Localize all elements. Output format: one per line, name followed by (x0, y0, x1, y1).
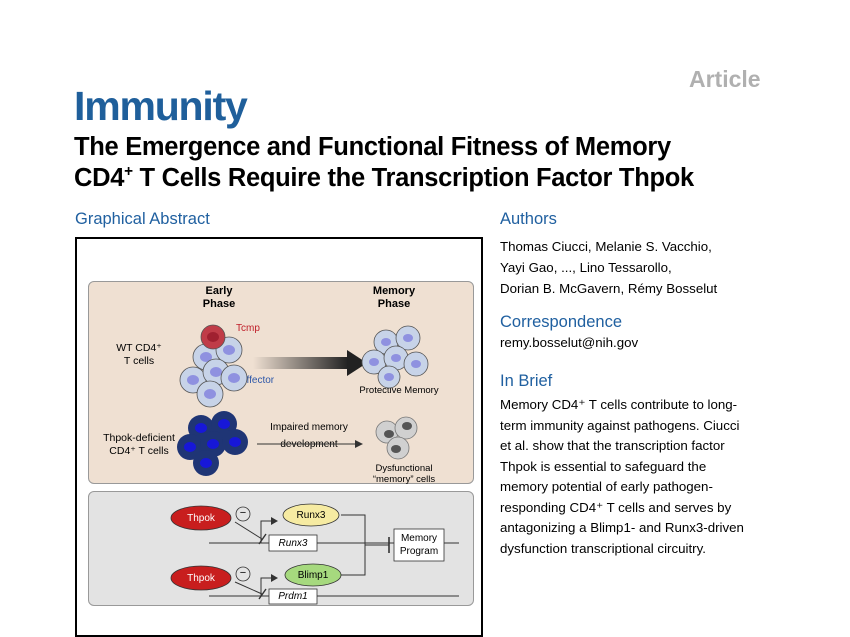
thpok-node-2 (170, 565, 232, 591)
title-line-1: The Emergence and Functional Fitness of … (74, 133, 671, 161)
impaired-arrow (257, 440, 363, 448)
correspondence-heading: Correspondence (500, 313, 622, 331)
dysfunctional-memory-label: Dysfunctional “memory” cells (372, 463, 436, 485)
graphical-abstract-figure: Early Phase Memory Phase WT CD4⁺ T cells… (75, 237, 483, 637)
correspondence-email[interactable]: remy.bosselut@nih.gov (500, 335, 639, 350)
runx3-gene-label: Runx3 (278, 538, 308, 549)
thpok-node-1 (170, 505, 232, 531)
memory-phase-label: Memory Phase (372, 285, 416, 310)
dysfunctional-cell-cluster (375, 416, 418, 460)
inhibition-sign-2 (235, 566, 251, 582)
in-brief-line: antagonizing a Blimp1- and Runx3-driven (500, 520, 744, 535)
in-brief-line: Thpok is essential to safeguard the (500, 458, 707, 474)
early-phase-label: Early Phase (202, 285, 236, 310)
journal-name: Immunity (74, 83, 248, 129)
protective-memory-label: Protective Memory (359, 385, 439, 396)
runx3-protein-label: Runx3 (296, 510, 326, 521)
in-brief-line: dysfunction transcriptional circuitry. (500, 540, 706, 556)
bottom-panel: Thpok − Runx3 Runx3 Thpok − Blimp1 Prdm1… (88, 491, 474, 606)
prdm1-gene-label: Prdm1 (278, 591, 308, 602)
authors-line: Thomas Ciucci, Melanie S. Vacchio, (500, 239, 712, 254)
minus-sign-1: − (239, 507, 247, 519)
prdm1-gene-box (268, 588, 318, 605)
runx3-gene-box (268, 534, 318, 552)
minus-sign-2: − (239, 567, 247, 579)
in-brief-line: Memory CD4⁺ T cells contribute to long- (500, 397, 738, 412)
top-panel: Early Phase Memory Phase WT CD4⁺ T cells… (88, 281, 474, 485)
in-brief-heading: In Brief (500, 372, 553, 390)
authors-heading: Authors (500, 210, 557, 228)
article-type-label: Article (689, 66, 761, 92)
inhibition-sign-1 (235, 506, 251, 522)
authors-list: Thomas Ciucci, Melanie S. Vacchio, Yayi … (500, 236, 800, 299)
blimp1-protein-label: Blimp1 (297, 570, 329, 581)
in-brief-line: responding CD4⁺ T cells and serves by (500, 499, 732, 515)
effector-label: Effector (239, 375, 275, 386)
article-title: The Emergence and Functional Fitness of … (74, 132, 794, 194)
thpok-label-2: Thpok (187, 573, 215, 584)
thpok-label-1: Thpok (187, 513, 215, 524)
wt-cell-cluster (179, 324, 248, 408)
in-brief-text: Memory CD4⁺ T cells contribute to long- … (500, 395, 775, 559)
development-arrow (253, 350, 367, 376)
top-panel-graphics (177, 324, 429, 476)
in-brief-line: term immunity against pathogens. Ciucci (500, 417, 740, 433)
graphical-abstract-heading: Graphical Abstract (75, 210, 210, 228)
wt-cd4-label: WT CD4⁺ T cells (116, 342, 162, 367)
tcmp-label: Tcmp (236, 323, 260, 334)
thpok-deficient-label: Thpok-deficient CD4⁺ T cells (103, 432, 175, 457)
title-line-2-pre: CD4 (74, 164, 125, 192)
title-line-2-post: T Cells Require the Transcription Factor… (132, 164, 695, 192)
memory-program-box (393, 528, 445, 562)
transcriptional-circuit-diagram (170, 503, 459, 605)
convergence-bracket (341, 514, 366, 576)
memory-program-label: Memory Program (399, 533, 439, 557)
title-superscript: + (124, 163, 133, 181)
in-brief-line: et al. show that the transcription facto… (500, 438, 725, 453)
authors-line: Dorian B. McGavern, Rémy Bosselut (500, 281, 718, 296)
authors-line: Yayi Gao, ..., Lino Tessarollo, (500, 260, 672, 275)
in-brief-line: memory potential of early pathogen- (500, 479, 713, 494)
runx3-node (282, 503, 340, 527)
thpok-deficient-cell-cluster (177, 411, 248, 476)
memory-cell-cluster (361, 325, 429, 389)
